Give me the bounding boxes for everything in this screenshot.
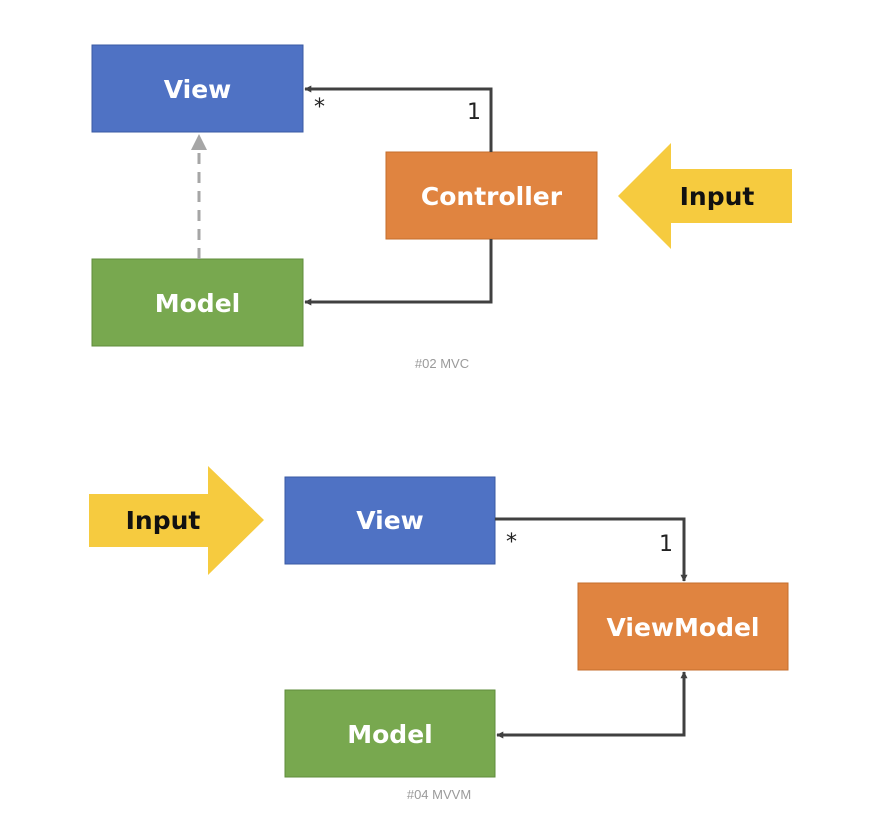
mvc-input-label: Input xyxy=(680,182,755,211)
mvvm-view-to-viewmodel-connector xyxy=(495,517,688,582)
mvc-controller-label: Controller xyxy=(421,182,563,211)
mvc-model-to-view-dashed-connector xyxy=(191,134,207,259)
mvvm-viewmodel-label: ViewModel xyxy=(606,613,759,642)
mvvm-viewmodel-model-connector xyxy=(496,671,688,739)
mvvm-model-label: Model xyxy=(347,720,432,749)
mvvm-input-arrow: Input xyxy=(89,466,264,575)
mvc-controller-multiplicity: 1 xyxy=(467,100,481,125)
mvvm-viewmodel-multiplicity: 1 xyxy=(659,532,673,557)
mvvm-view-label: View xyxy=(356,506,424,535)
mvvm-viewmodel-box: ViewModel xyxy=(577,582,789,671)
mvvm-view-multiplicity: * xyxy=(506,530,517,555)
mvc-controller-box: Controller xyxy=(385,151,598,240)
mvc-view-multiplicity: * xyxy=(314,95,325,120)
mvc-model-label: Model xyxy=(155,289,240,318)
mvc-diagram: View Controller Model Input * 1 xyxy=(91,44,792,371)
mvc-model-box: Model xyxy=(91,258,304,347)
mvvm-diagram: Input View ViewModel Model * 1 #04 MVVM xyxy=(89,466,789,802)
mvc-controller-to-model-connector xyxy=(304,239,493,306)
mvvm-caption: #04 MVVM xyxy=(407,787,471,802)
mvc-view-label: View xyxy=(164,75,232,104)
mvc-view-box: View xyxy=(91,44,304,133)
mvc-input-arrow: Input xyxy=(618,143,792,249)
mvc-caption: #02 MVC xyxy=(415,356,469,371)
mvc-controller-to-view-connector xyxy=(304,85,493,152)
mvvm-model-box: Model xyxy=(284,689,496,778)
mvvm-input-label: Input xyxy=(126,506,201,535)
mvvm-view-box: View xyxy=(284,476,496,565)
